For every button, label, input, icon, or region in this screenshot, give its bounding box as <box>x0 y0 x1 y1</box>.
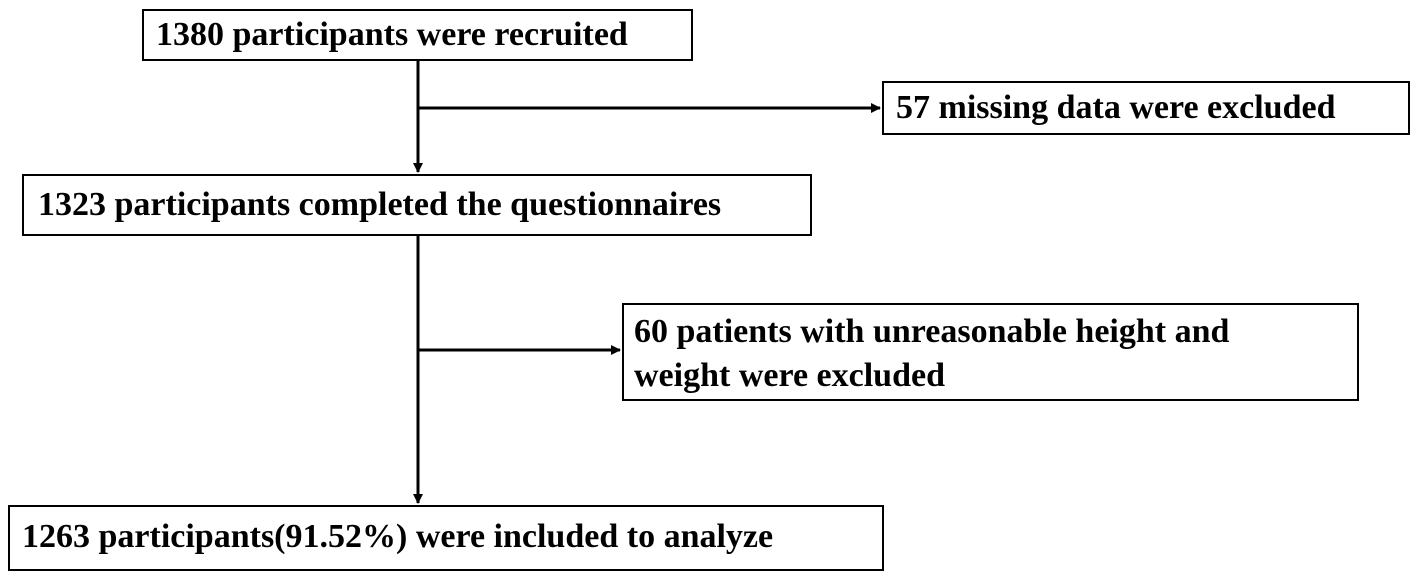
node-included: 1263 participants(91.52%) were included … <box>8 505 884 571</box>
node-recruited: 1380 participants were recruited <box>142 9 693 61</box>
node-missing-excluded-label: 57 missing data were excluded <box>896 89 1336 126</box>
node-included-label: 1263 participants(91.52%) were included … <box>22 518 774 555</box>
node-completed-label: 1323 participants completed the question… <box>38 186 722 223</box>
node-recruited-label: 1380 participants were recruited <box>156 16 628 53</box>
node-unreasonable-excluded: 60 patients with unreasonable height and… <box>622 303 1359 401</box>
node-unreasonable-excluded-line2: weight were excluded <box>634 357 945 394</box>
node-missing-excluded: 57 missing data were excluded <box>882 81 1410 135</box>
node-unreasonable-excluded-line1: 60 patients with unreasonable height and <box>634 313 1230 350</box>
node-completed: 1323 participants completed the question… <box>22 174 812 236</box>
